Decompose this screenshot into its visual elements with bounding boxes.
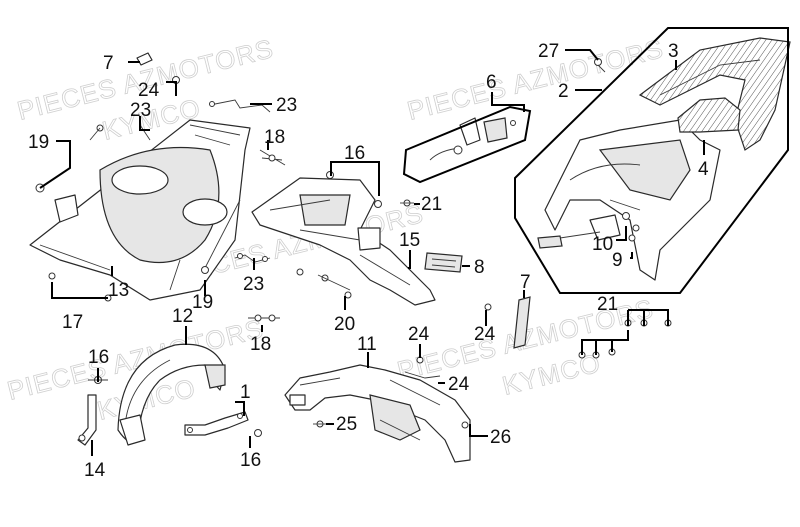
- callout-23-left: 23: [130, 100, 151, 121]
- callout-24-lower: 24: [448, 374, 470, 395]
- part-1-bracket: [184, 411, 249, 436]
- callout-3: 3: [668, 41, 679, 62]
- callout-14: 14: [84, 460, 106, 481]
- callout-23-top: 23: [276, 95, 297, 116]
- callout-7-top: 7: [103, 53, 114, 74]
- callout-24-right: 24: [474, 324, 496, 345]
- part-21-screws-right: [578, 319, 672, 359]
- part-18-fasteners: [248, 149, 286, 322]
- callout-21-right: 21: [597, 294, 618, 315]
- part-20-screws: [296, 268, 352, 299]
- callout-7-right: 7: [520, 272, 531, 293]
- callout-1: 1: [240, 382, 251, 403]
- part-10-bulb: [622, 212, 640, 232]
- part-19-bolts: [35, 124, 241, 274]
- callout-6: 6: [486, 72, 497, 93]
- part-4-tail-lens: [677, 97, 741, 133]
- watermark-text-3: PIECES AZMOTORS: [404, 33, 666, 126]
- part-6-lamp-assembly: [429, 117, 516, 161]
- part-25-screw: [313, 420, 327, 428]
- callout-20: 20: [334, 314, 355, 335]
- callout-16-lower: 16: [240, 450, 261, 471]
- callout-4: 4: [698, 159, 709, 180]
- callout-17: 17: [62, 312, 83, 333]
- callout-26: 26: [490, 427, 511, 448]
- part-15-rear-fender: [251, 177, 436, 306]
- part-17-screws: [48, 272, 112, 302]
- callout-23-lower: 23: [243, 274, 264, 295]
- leader-lines: [39, 49, 705, 456]
- callout-24-top: 24: [138, 80, 160, 101]
- part-8-plate-lamp: [424, 252, 463, 273]
- part-24-screws-center: [404, 303, 492, 379]
- callout-16-left: 16: [88, 347, 109, 368]
- callout-13: 13: [108, 280, 129, 301]
- part-21-screw-center: [400, 199, 414, 207]
- part-7-reflector-right: [513, 296, 531, 349]
- group-frames: [402, 27, 789, 294]
- part-9-socket: [628, 234, 636, 242]
- callout-19-left: 19: [28, 132, 49, 153]
- part-11-carrier-frame: [284, 364, 471, 463]
- callout-9: 9: [612, 250, 623, 271]
- part-12-rear-mudguard: [117, 343, 226, 446]
- callout-18-lower: 18: [250, 334, 271, 355]
- part-23-clips: [139, 99, 271, 263]
- callout-10: 10: [592, 234, 613, 255]
- part-13-inner-cover: [29, 119, 251, 301]
- callout-24-mid: 24: [408, 324, 430, 345]
- callout-11: 11: [357, 334, 377, 355]
- callout-25: 25: [336, 414, 357, 435]
- callout-27: 27: [538, 41, 559, 62]
- part-3-upper-cover: [638, 37, 791, 151]
- callout-2: 2: [558, 81, 569, 102]
- callout-19-lower: 19: [192, 292, 213, 313]
- callout-18-top: 18: [264, 127, 285, 148]
- callout-16-center: 16: [344, 143, 365, 164]
- callout-labels: 7 24 23 19 23 18 16 21 15 8 23 19 13 17 …: [28, 41, 709, 481]
- callout-8: 8: [474, 257, 485, 278]
- callout-15: 15: [399, 230, 420, 251]
- part-2-rear-cowl: [537, 119, 721, 281]
- callout-21-center: 21: [421, 194, 442, 215]
- part-14-bracket: [77, 394, 97, 446]
- part-26-screw: [461, 421, 469, 429]
- callout-12: 12: [172, 306, 193, 327]
